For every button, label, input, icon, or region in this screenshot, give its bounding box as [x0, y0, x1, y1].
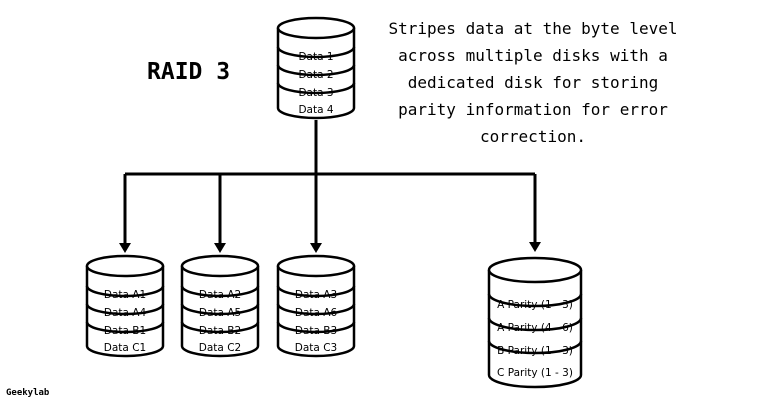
disk-top [85, 254, 165, 278]
disk-divider [85, 303, 165, 316]
disk-body [85, 266, 165, 358]
disk-divider [276, 46, 356, 59]
disk-divider [487, 340, 583, 355]
disk-divider [180, 285, 260, 298]
disk-label: Data B1 [104, 325, 146, 337]
disk-label: Data A5 [199, 307, 241, 319]
arrowhead-icon [119, 243, 131, 253]
arrowhead-icon [214, 243, 226, 253]
disk-divider [85, 321, 165, 334]
description-text: Stripes data at the byte level across mu… [389, 19, 678, 146]
source-disk: Data 1 Data 2 Data 3 Data 4 [276, 16, 356, 120]
disk-divider [85, 285, 165, 298]
disk-label: Data C2 [199, 342, 241, 354]
disk-divider [276, 82, 356, 95]
description-line: across multiple disks with a [398, 46, 668, 65]
disk-label: Data C3 [295, 342, 337, 354]
data-disk-3: Data A3 Data A6 Data B3 Data C3 [276, 254, 356, 358]
disk-divider [276, 321, 356, 334]
data-disk-1: Data A1 Data A4 Data B1 Data C1 [85, 254, 165, 358]
disk-label: B Parity (1 - 3) [497, 345, 573, 357]
brand-label: Geekylab [6, 388, 50, 398]
disk-top [276, 16, 356, 40]
disk-top [487, 256, 583, 284]
disk-divider [487, 293, 583, 308]
disk-label: Data B3 [295, 325, 337, 337]
disk-label: Data 3 [298, 87, 333, 99]
arrowheads [119, 242, 541, 253]
disk-label: Data B2 [199, 325, 241, 337]
data-disk-2: Data A2 Data A5 Data B2 Data C2 [180, 254, 260, 358]
description-line: dedicated disk for storing [408, 73, 658, 92]
disk-label: A Parity (4 - 6) [497, 322, 573, 334]
disk-label: Data 1 [298, 51, 333, 63]
disk-label: Data 4 [298, 104, 333, 116]
diagram-title: RAID 3 [147, 59, 230, 85]
arrowhead-icon [529, 242, 541, 252]
disk-label: Data A4 [104, 307, 147, 319]
disk-divider [276, 285, 356, 298]
disk-label: Data A1 [104, 289, 146, 301]
disk-divider [180, 321, 260, 334]
arrowhead-icon [310, 243, 322, 253]
description-line: parity information for error [398, 100, 668, 119]
disk-body [180, 266, 260, 358]
disk-label: Data A3 [295, 289, 337, 301]
disk-divider [180, 303, 260, 316]
disk-body [487, 270, 583, 389]
disk-top [180, 254, 260, 278]
disk-body [276, 266, 356, 358]
connectors [123, 120, 537, 246]
disk-label: Data C1 [104, 342, 146, 354]
description-line: Stripes data at the byte level [389, 19, 678, 38]
disk-label: C Parity (1 - 3) [497, 367, 573, 379]
description-line: correction. [480, 127, 586, 146]
disk-divider [487, 317, 583, 332]
disk-top [276, 254, 356, 278]
disk-divider [276, 64, 356, 77]
disk-label: Data A2 [199, 289, 241, 301]
disk-label: A Parity (1 - 3) [497, 299, 573, 311]
disk-body [276, 28, 356, 120]
disk-divider [276, 303, 356, 316]
disk-label: Data 2 [298, 69, 333, 81]
disk-label: Data A6 [295, 307, 338, 319]
parity-disk: A Parity (1 - 3) A Parity (4 - 6) B Pari… [487, 256, 583, 389]
